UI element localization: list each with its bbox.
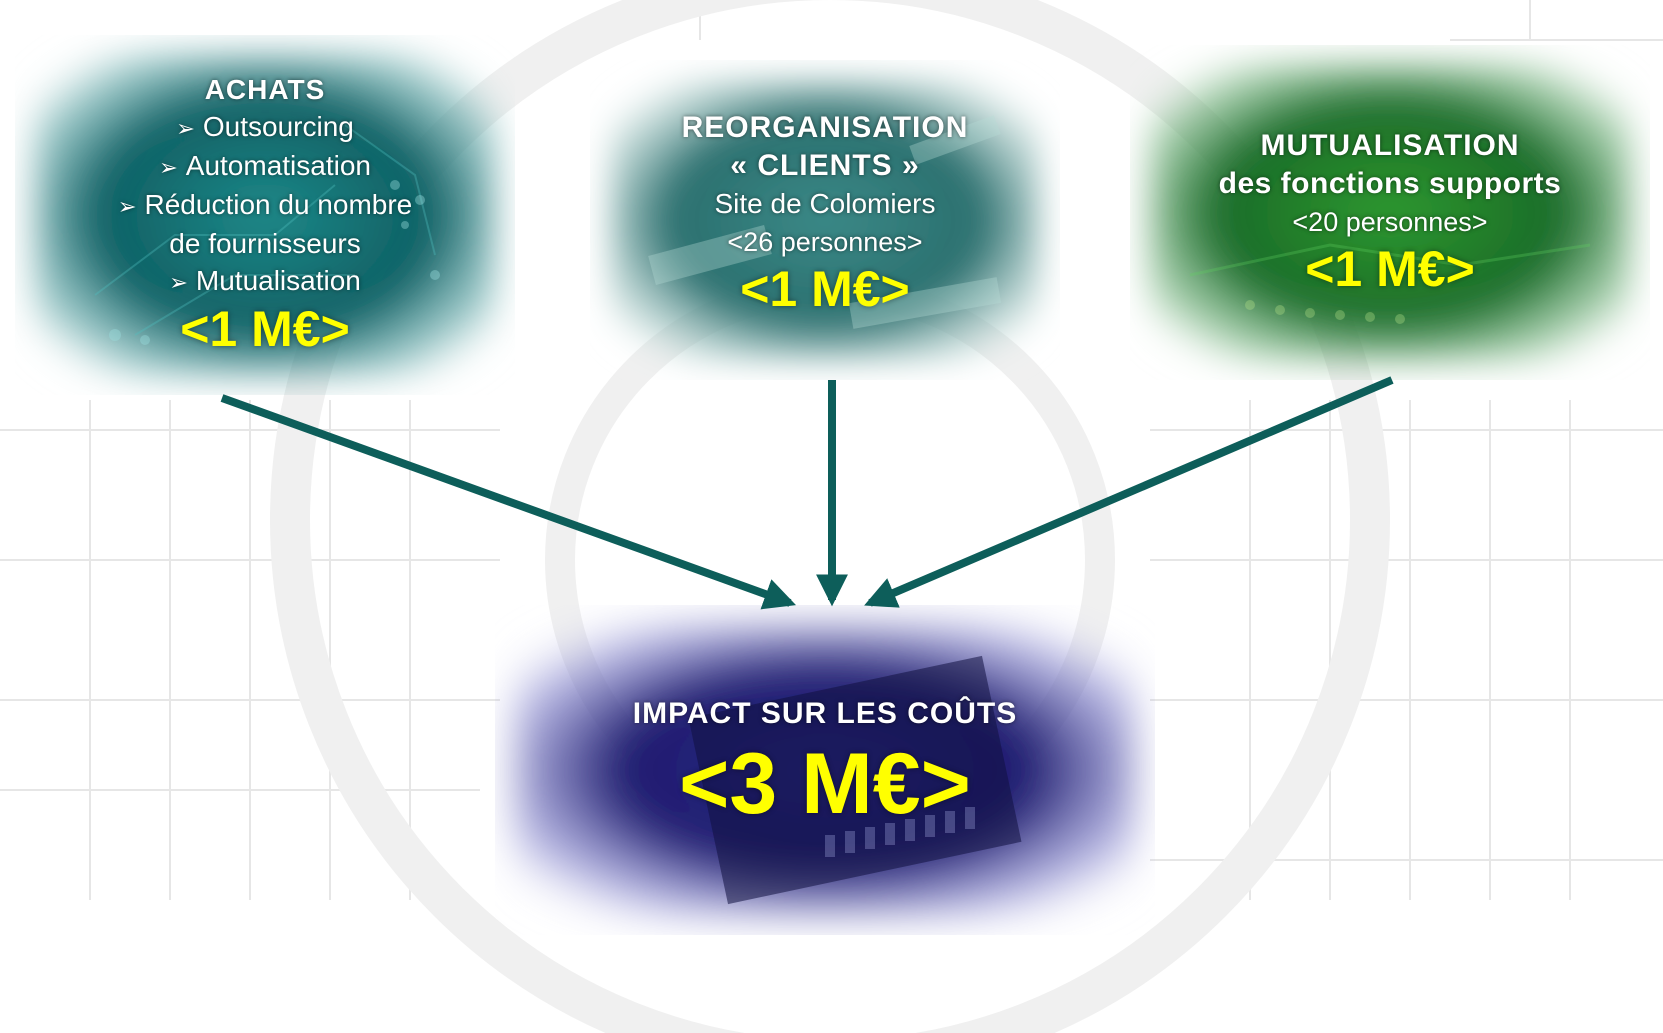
achats-panel-background (35, 55, 495, 375)
achats-item-label: Réduction du nombre (144, 189, 413, 220)
reorg-amount: <1 M€> (740, 261, 910, 317)
reorg-panel: REORGANISATION « CLIENTS » Site de Colom… (590, 60, 1060, 380)
achats-item-label: Outsourcing (202, 111, 354, 142)
achats-amount: <1 M€> (180, 301, 350, 357)
mutual-title-line1: MUTUALISATION (1260, 128, 1520, 162)
impact-title: IMPACT SUR LES COÛTS (632, 697, 1018, 730)
reorg-panel-background (610, 80, 1040, 360)
reorg-title-line1: REORGANISATION (681, 111, 969, 144)
arrow-bullet-icon: ➢ (169, 270, 188, 295)
achats-item-outsourcing: ➢ Outsourcing (118, 108, 413, 147)
arrow-bullet-icon: ➢ (176, 116, 195, 141)
impact-panel: IMPACT SUR LES COÛTS <3 M€> (495, 605, 1155, 935)
impact-amount: <3 M€> (679, 736, 971, 832)
achats-item-automatisation: ➢ Automatisation (118, 147, 413, 186)
achats-item-fournisseurs: de fournisseurs (169, 228, 361, 259)
impact-panel-background (515, 625, 1135, 915)
reorg-title-line2: « CLIENTS » (730, 149, 920, 182)
reorg-site: Site de Colomiers (714, 188, 936, 219)
arrow-achats-to-impact (220, 394, 797, 610)
achats-item-label: Automatisation (185, 150, 371, 181)
arrow-bullet-icon: ➢ (117, 194, 137, 219)
mutual-persons: <20 personnes> (1292, 206, 1488, 237)
mutual-amount: <1 M€> (1305, 240, 1475, 297)
arrow-mutual-to-impact (864, 376, 1394, 608)
mutual-panel: MUTUALISATION des fonctions supports <20… (1130, 45, 1650, 380)
arrow-bullet-icon: ➢ (159, 155, 178, 180)
mutual-title-line2: des fonctions supports (1218, 166, 1562, 200)
reorg-persons: <26 personnes> (727, 227, 923, 257)
achats-item-mutualisation: ➢ Mutualisation (118, 262, 413, 301)
achats-item-reduction: ➢ Réduction du nombre (118, 186, 413, 225)
mutual-panel-background (1150, 65, 1630, 360)
achats-item-label: Mutualisation (195, 265, 361, 296)
achats-panel: ACHATS ➢ Outsourcing ➢ Automatisation ➢ Réd… (15, 35, 515, 395)
achats-title: ACHATS (204, 74, 326, 105)
